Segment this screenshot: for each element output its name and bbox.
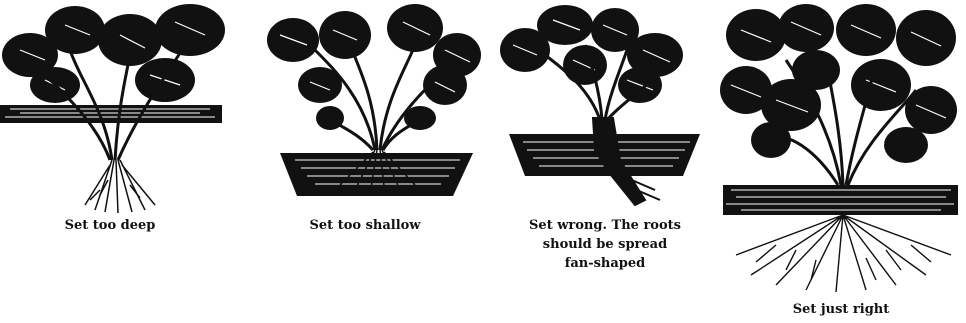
plant-illustration-too-shallow [235, 0, 485, 220]
caption-line: Set too deep [30, 216, 190, 235]
figure-set-too-shallow: Set too shallow [235, 0, 485, 240]
caption-set-wrong: Set wrong. The roots should be spread fa… [500, 216, 710, 273]
plant-illustration-just-right [716, 0, 966, 300]
soil-band [723, 185, 958, 215]
caption-line: Set wrong. The roots [500, 216, 710, 235]
figure-set-too-deep: Set too deep [0, 0, 230, 240]
roots-spread [736, 215, 951, 292]
leaves [500, 5, 683, 103]
caption-line: should be spread [500, 235, 710, 254]
caption-line: Set too shallow [285, 216, 445, 235]
soil-band [0, 105, 222, 123]
soil-band [280, 153, 473, 196]
caption-set-too-deep: Set too deep [30, 216, 190, 235]
figure-set-just-right: Set just right [716, 0, 966, 323]
leaves [2, 4, 225, 103]
caption-set-too-shallow: Set too shallow [285, 216, 445, 235]
roots [85, 160, 155, 213]
plant-illustration-too-deep [0, 0, 230, 220]
figure-set-wrong: Set wrong. The roots should be spread fa… [495, 0, 715, 290]
caption-line: fan-shaped [500, 254, 710, 273]
caption-set-just-right: Set just right [761, 300, 921, 319]
plant-illustration-wrong [495, 0, 715, 215]
caption-line: Set just right [761, 300, 921, 319]
